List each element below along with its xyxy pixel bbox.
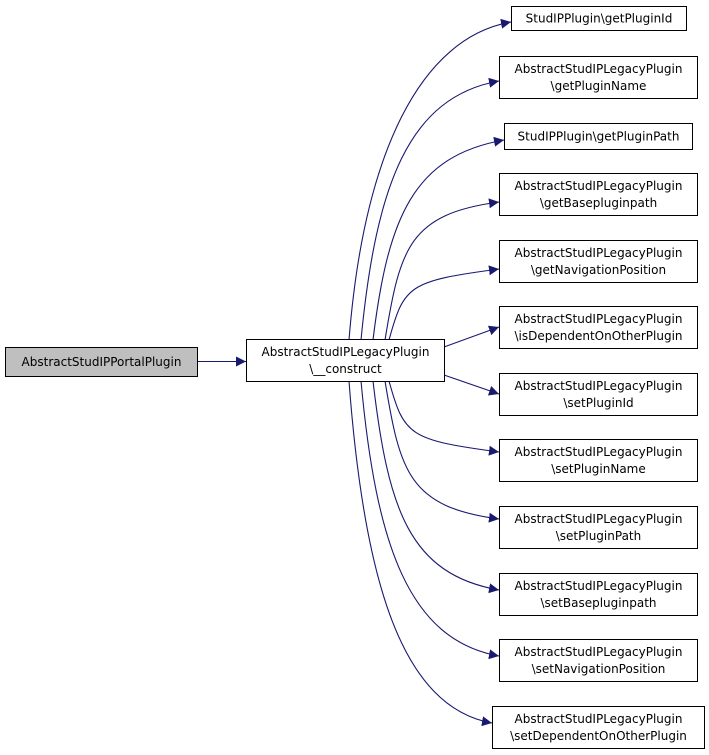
node-construct[interactable]: AbstractStudIPLegacyPlugin \__construct: [246, 339, 445, 382]
node-target-1-label: \getPluginName: [551, 79, 647, 93]
edge-construct-to-target-10: [360, 380, 500, 660]
node-target-3-label: \getBasepluginpath: [540, 196, 657, 210]
edge-construct-to-target-11: [348, 380, 493, 727]
node-target-11-label: AbstractStudIPLegacyPlugin: [515, 712, 683, 726]
node-target-6-label: \setPluginId: [563, 396, 633, 410]
edge-construct-to-target-2: [372, 136, 505, 341]
node-target-8-label: \setPluginPath: [556, 529, 641, 543]
node-target-5[interactable]: AbstractStudIPLegacyPlugin \isDependentOn…: [499, 306, 698, 349]
node-target-0-box: [511, 6, 687, 31]
node-target-3[interactable]: AbstractStudIPLegacyPlugin \getBaseplugin…: [499, 173, 698, 216]
node-target-8[interactable]: AbstractStudIPLegacyPlugin \setPluginPath: [499, 506, 698, 549]
node-target-0-label: StudIPPlugin\getPluginId: [526, 12, 673, 26]
node-target-9-box: [499, 573, 698, 616]
edge-construct-to-target-3: [384, 198, 500, 341]
edge-construct-to-target-8: [384, 380, 500, 523]
node-target-10-label: AbstractStudIPLegacyPlugin: [515, 645, 683, 659]
node-target-11[interactable]: AbstractStudIPLegacyPlugin \setDependentO…: [492, 706, 705, 749]
node-target-5-box: [499, 306, 698, 349]
node-target-9-label: AbstractStudIPLegacyPlugin: [515, 579, 683, 593]
node-target-5-label: \isDependentOnOtherPlugin: [514, 329, 682, 343]
node-construct-box: [246, 339, 445, 382]
node-abstract-studip-portal-plugin[interactable]: AbstractStudIPPortalPlugin: [5, 347, 198, 377]
node-target-7-box: [499, 439, 698, 482]
node-target-10[interactable]: AbstractStudIPLegacyPlugin \setNavigation…: [499, 639, 698, 682]
node-target-2-box: [504, 123, 693, 150]
edge-construct-to-target-4: [388, 265, 500, 341]
edge-construct-to-target-6: [443, 374, 500, 396]
node-target-7[interactable]: AbstractStudIPLegacyPlugin \setPluginName: [499, 439, 698, 482]
node-abstract-studip-portal-plugin-box: [5, 347, 198, 377]
node-target-2-label: StudIPPlugin\getPluginPath: [518, 130, 680, 144]
node-target-2[interactable]: StudIPPlugin\getPluginPath: [504, 123, 693, 150]
node-target-0[interactable]: StudIPPlugin\getPluginId: [511, 6, 687, 31]
node-target-11-label: \setDependentOnOtherPlugin: [510, 729, 687, 743]
node-target-6[interactable]: AbstractStudIPLegacyPlugin \setPluginId: [499, 373, 698, 416]
node-target-9-label: \setBasepluginpath: [541, 596, 657, 610]
node-target-9[interactable]: AbstractStudIPLegacyPlugin \setBaseplugin…: [499, 573, 698, 616]
node-target-5-label: AbstractStudIPLegacyPlugin: [515, 312, 683, 326]
node-target-4[interactable]: AbstractStudIPLegacyPlugin \getNavigation…: [499, 240, 698, 283]
node-abstract-studip-portal-plugin-label: AbstractStudIPPortalPlugin: [22, 355, 182, 369]
node-construct-label: AbstractStudIPLegacyPlugin: [262, 345, 430, 359]
edge-construct-to-target-0: [348, 18, 512, 341]
edge-construct-to-target-7: [388, 380, 500, 456]
edges: [197, 18, 512, 727]
edge-construct-to-target-5: [443, 325, 500, 348]
node-target-1-box: [499, 56, 698, 99]
node-target-1-label: AbstractStudIPLegacyPlugin: [515, 62, 683, 76]
node-target-3-box: [499, 173, 698, 216]
node-target-8-label: AbstractStudIPLegacyPlugin: [515, 512, 683, 526]
node-target-7-label: \setPluginName: [551, 462, 646, 476]
node-target-4-label: \getNavigationPosition: [531, 263, 666, 277]
node-target-6-label: AbstractStudIPLegacyPlugin: [515, 379, 683, 393]
node-target-1[interactable]: AbstractStudIPLegacyPlugin \getPluginName: [499, 56, 698, 99]
node-target-4-label: AbstractStudIPLegacyPlugin: [515, 246, 683, 260]
nodes: AbstractStudIPPortalPluginAbstractStudIP…: [5, 6, 705, 749]
node-target-4-box: [499, 240, 698, 283]
edge-construct-to-target-9: [372, 380, 500, 594]
node-target-8-box: [499, 506, 698, 549]
node-target-10-box: [499, 639, 698, 682]
edge-construct-to-target-1: [360, 77, 500, 341]
node-target-3-label: AbstractStudIPLegacyPlugin: [515, 179, 683, 193]
node-target-10-label: \setNavigationPosition: [532, 662, 666, 676]
node-target-6-box: [499, 373, 698, 416]
node-target-7-label: AbstractStudIPLegacyPlugin: [515, 445, 683, 459]
node-target-11-box: [492, 706, 705, 749]
node-construct-label: \__construct: [309, 362, 382, 376]
